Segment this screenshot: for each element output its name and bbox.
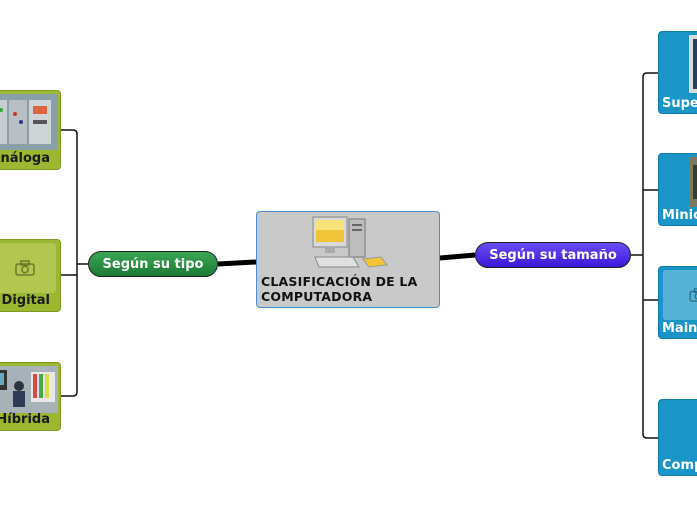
leaf-comp[interactable]: Comp	[658, 399, 697, 476]
central-topic[interactable]: CLASIFICACIÓN DE LA COMPUTADORA	[256, 211, 440, 308]
camera-icon	[15, 260, 35, 276]
leaf-label: Digital	[2, 293, 50, 308]
central-title: CLASIFICACIÓN DE LA COMPUTADORA	[261, 274, 439, 304]
link-central-left	[218, 262, 256, 264]
leaf-analoga[interactable]: Análoga	[0, 90, 61, 170]
control-panel-photo	[0, 94, 58, 150]
operator-console-photo	[0, 366, 58, 413]
link-left-bracket	[61, 130, 88, 396]
camera-icon	[689, 288, 697, 302]
leaf-label: Comp	[662, 458, 697, 473]
leaf-digital[interactable]: Digital	[0, 239, 61, 312]
leaf-hibrida[interactable]: Híbrida	[0, 362, 61, 431]
computer-icon	[309, 215, 389, 273]
leaf-label: Supe	[662, 96, 697, 111]
branch-segun-su-tipo[interactable]: Según su tipo	[88, 251, 218, 277]
leaf-label: Main	[662, 321, 697, 336]
image-placeholder	[663, 270, 697, 320]
leaf-supe[interactable]: Supe	[658, 31, 697, 114]
link-right-bracket	[631, 73, 658, 438]
link-central-right	[440, 255, 475, 258]
leaf-main[interactable]: Main	[658, 266, 697, 339]
leaf-label: Análoga	[0, 151, 50, 166]
leaf-minic[interactable]: Minic	[658, 153, 697, 226]
branch-segun-su-tamano[interactable]: Según su tamaño	[475, 242, 631, 268]
image-placeholder	[0, 243, 56, 293]
server-photo	[689, 35, 697, 93]
leaf-label: Híbrida	[0, 412, 50, 427]
leaf-label: Minic	[662, 208, 697, 223]
machine-photo	[689, 157, 697, 207]
